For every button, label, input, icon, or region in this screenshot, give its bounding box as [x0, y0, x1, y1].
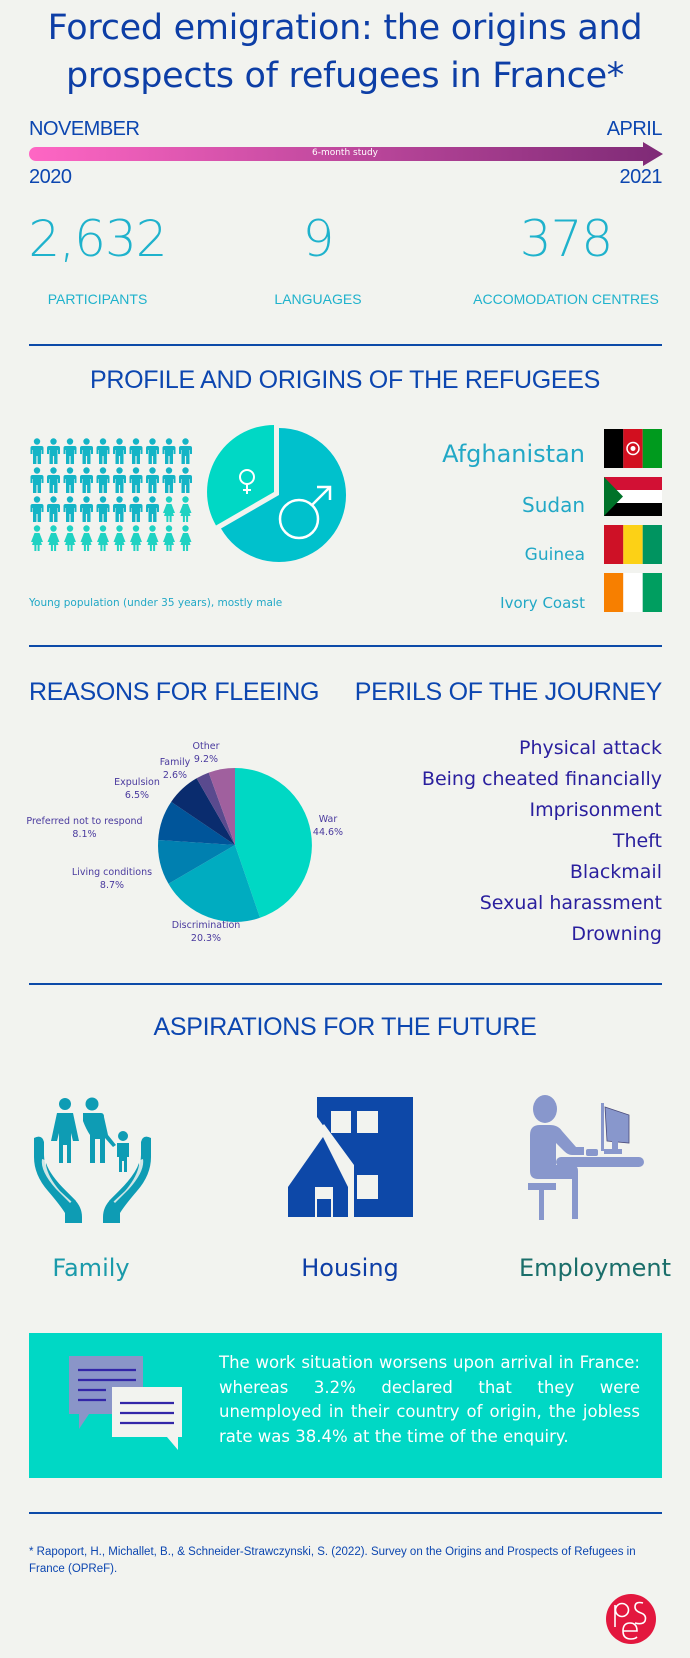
peril-item: Drowning: [571, 923, 662, 945]
pie-slice-discrimination: [168, 845, 260, 922]
sudan-flag-icon: [604, 477, 662, 516]
peril-item: Blackmail: [569, 861, 662, 883]
pie-slice-war: [235, 768, 312, 918]
divider: [29, 344, 662, 346]
timeline-bar-label: 6-month study: [311, 148, 378, 158]
person-at-computer-icon: [528, 1095, 644, 1220]
divider: [29, 645, 662, 647]
pie-slice-family: [196, 772, 235, 845]
country-afghanistan: Afghanistan: [442, 440, 585, 468]
title-line-1: Forced emigration: the origins and: [47, 8, 643, 48]
house-building-icon: [288, 1097, 413, 1217]
peril-item: Being cheated financially: [421, 768, 662, 790]
pie-slice-expulsion: [171, 778, 235, 845]
pie-slice-preferred-not-to-respond: [158, 801, 235, 845]
timeline-arrow: [29, 142, 663, 166]
aspirations-section-title: ASPIRATIONS FOR THE FUTURE: [153, 1013, 537, 1041]
stat-centres-value: 378: [519, 210, 613, 268]
page-title: Forced emigration: the origins and prosp…: [0, 4, 690, 100]
peril-item: Theft: [612, 830, 662, 852]
footnote-citation: * Rapoport, H., Michallet, B., & Schneid…: [29, 1546, 636, 1575]
country-sudan: Sudan: [522, 493, 585, 517]
aspiration-label-housing: Housing: [301, 1254, 399, 1282]
reasons-pie-chart: [158, 767, 312, 922]
title-line-2: prospects of refugees in France*: [65, 56, 625, 96]
people-grid: [30, 438, 192, 551]
timeline-end-year: 2021: [619, 166, 663, 188]
female-symbol-icon: [239, 469, 255, 494]
profile-section-title: PROFILE AND ORIGINS OF THE REFUGEES: [90, 366, 600, 394]
male-symbol-icon: [278, 485, 332, 540]
stat-participants-value: 2,632: [28, 210, 167, 268]
peril-item: Imprisonment: [529, 799, 662, 821]
peril-item: Physical attack: [519, 737, 662, 759]
timeline-start-year: 2020: [29, 166, 72, 188]
aspiration-label-family: Family: [52, 1254, 130, 1282]
stat-languages-label: LANGUAGES: [274, 291, 362, 307]
divider: [29, 983, 662, 985]
afghanistan-flag-icon: [604, 429, 662, 468]
pse-logo: [606, 1594, 656, 1644]
guinea-flag-icon: [604, 525, 662, 564]
perils-section-title: PERILS OF THE JOURNEY: [354, 678, 663, 706]
country-ivory-coast: Ivory Coast: [500, 594, 585, 612]
people-grid-icons: [30, 438, 192, 551]
timeline-start-month: NOVEMBER: [29, 118, 140, 140]
callout-text: The work situation worsens upon arrival …: [219, 1353, 640, 1446]
family-hands-icon: [34, 1097, 151, 1223]
country-guinea: Guinea: [524, 545, 585, 565]
aspiration-label-employment: Employment: [518, 1254, 672, 1282]
profile-caption: Young population (under 35 years), mostl…: [29, 597, 283, 609]
divider: [29, 1512, 662, 1514]
gender-pie-chart: [207, 425, 347, 562]
timeline-end-month: APRIL: [606, 118, 663, 140]
reasons-section-title: REASONS FOR FLEEING: [29, 678, 320, 706]
stat-participants-label: PARTICIPANTS: [47, 291, 148, 307]
pie-slice-living-conditions: [158, 840, 235, 884]
ivory-coast-flag-icon: [604, 573, 662, 612]
stat-centres-label: ACCOMODATION CENTRES: [473, 291, 659, 307]
pie-slice-other: [208, 767, 235, 845]
stat-languages-value: 9: [302, 210, 335, 268]
chat-bubbles-icon: [69, 1356, 182, 1450]
peril-item: Sexual harassment: [479, 892, 662, 914]
